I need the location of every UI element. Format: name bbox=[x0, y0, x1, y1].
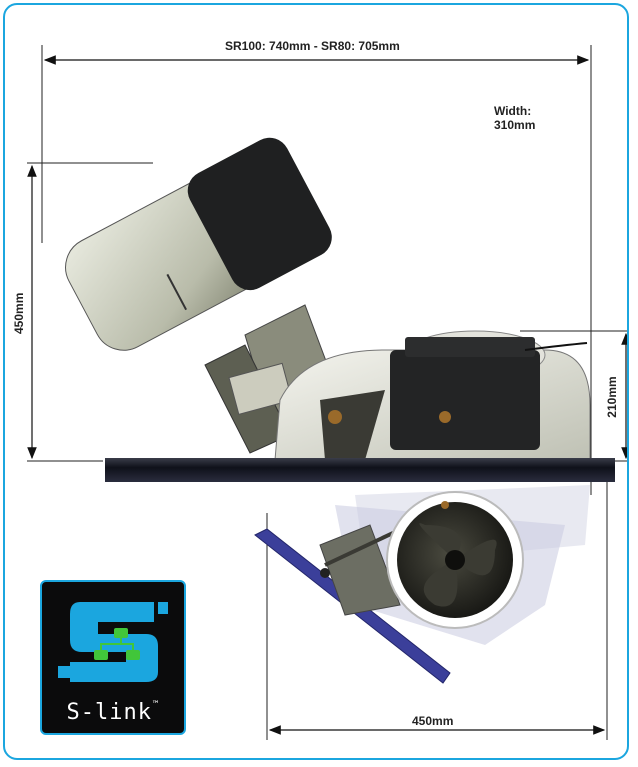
thruster-drawing bbox=[27, 45, 627, 740]
s-link-logo-text: S-link™ bbox=[66, 700, 160, 725]
height-right-dimension-label: 210mm bbox=[605, 376, 619, 418]
bottom-span-dimension-label: 450mm bbox=[412, 714, 454, 728]
underwater-assembly bbox=[254, 485, 590, 684]
s-link-logo: S-link™ bbox=[40, 580, 186, 735]
width-dimension-label: Width: 310mm bbox=[494, 104, 536, 132]
height-total-dimension-label: 450mm bbox=[12, 292, 26, 334]
s-link-emblem-icon bbox=[58, 602, 168, 682]
diagram-frame: SR100: 740mm - SR80: 705mm Width: 310mm … bbox=[3, 3, 629, 760]
base-plate bbox=[105, 458, 615, 482]
length-dimension-label: SR100: 740mm - SR80: 705mm bbox=[225, 39, 400, 53]
thruster-housing bbox=[274, 330, 591, 461]
motor-tube bbox=[65, 137, 332, 351]
